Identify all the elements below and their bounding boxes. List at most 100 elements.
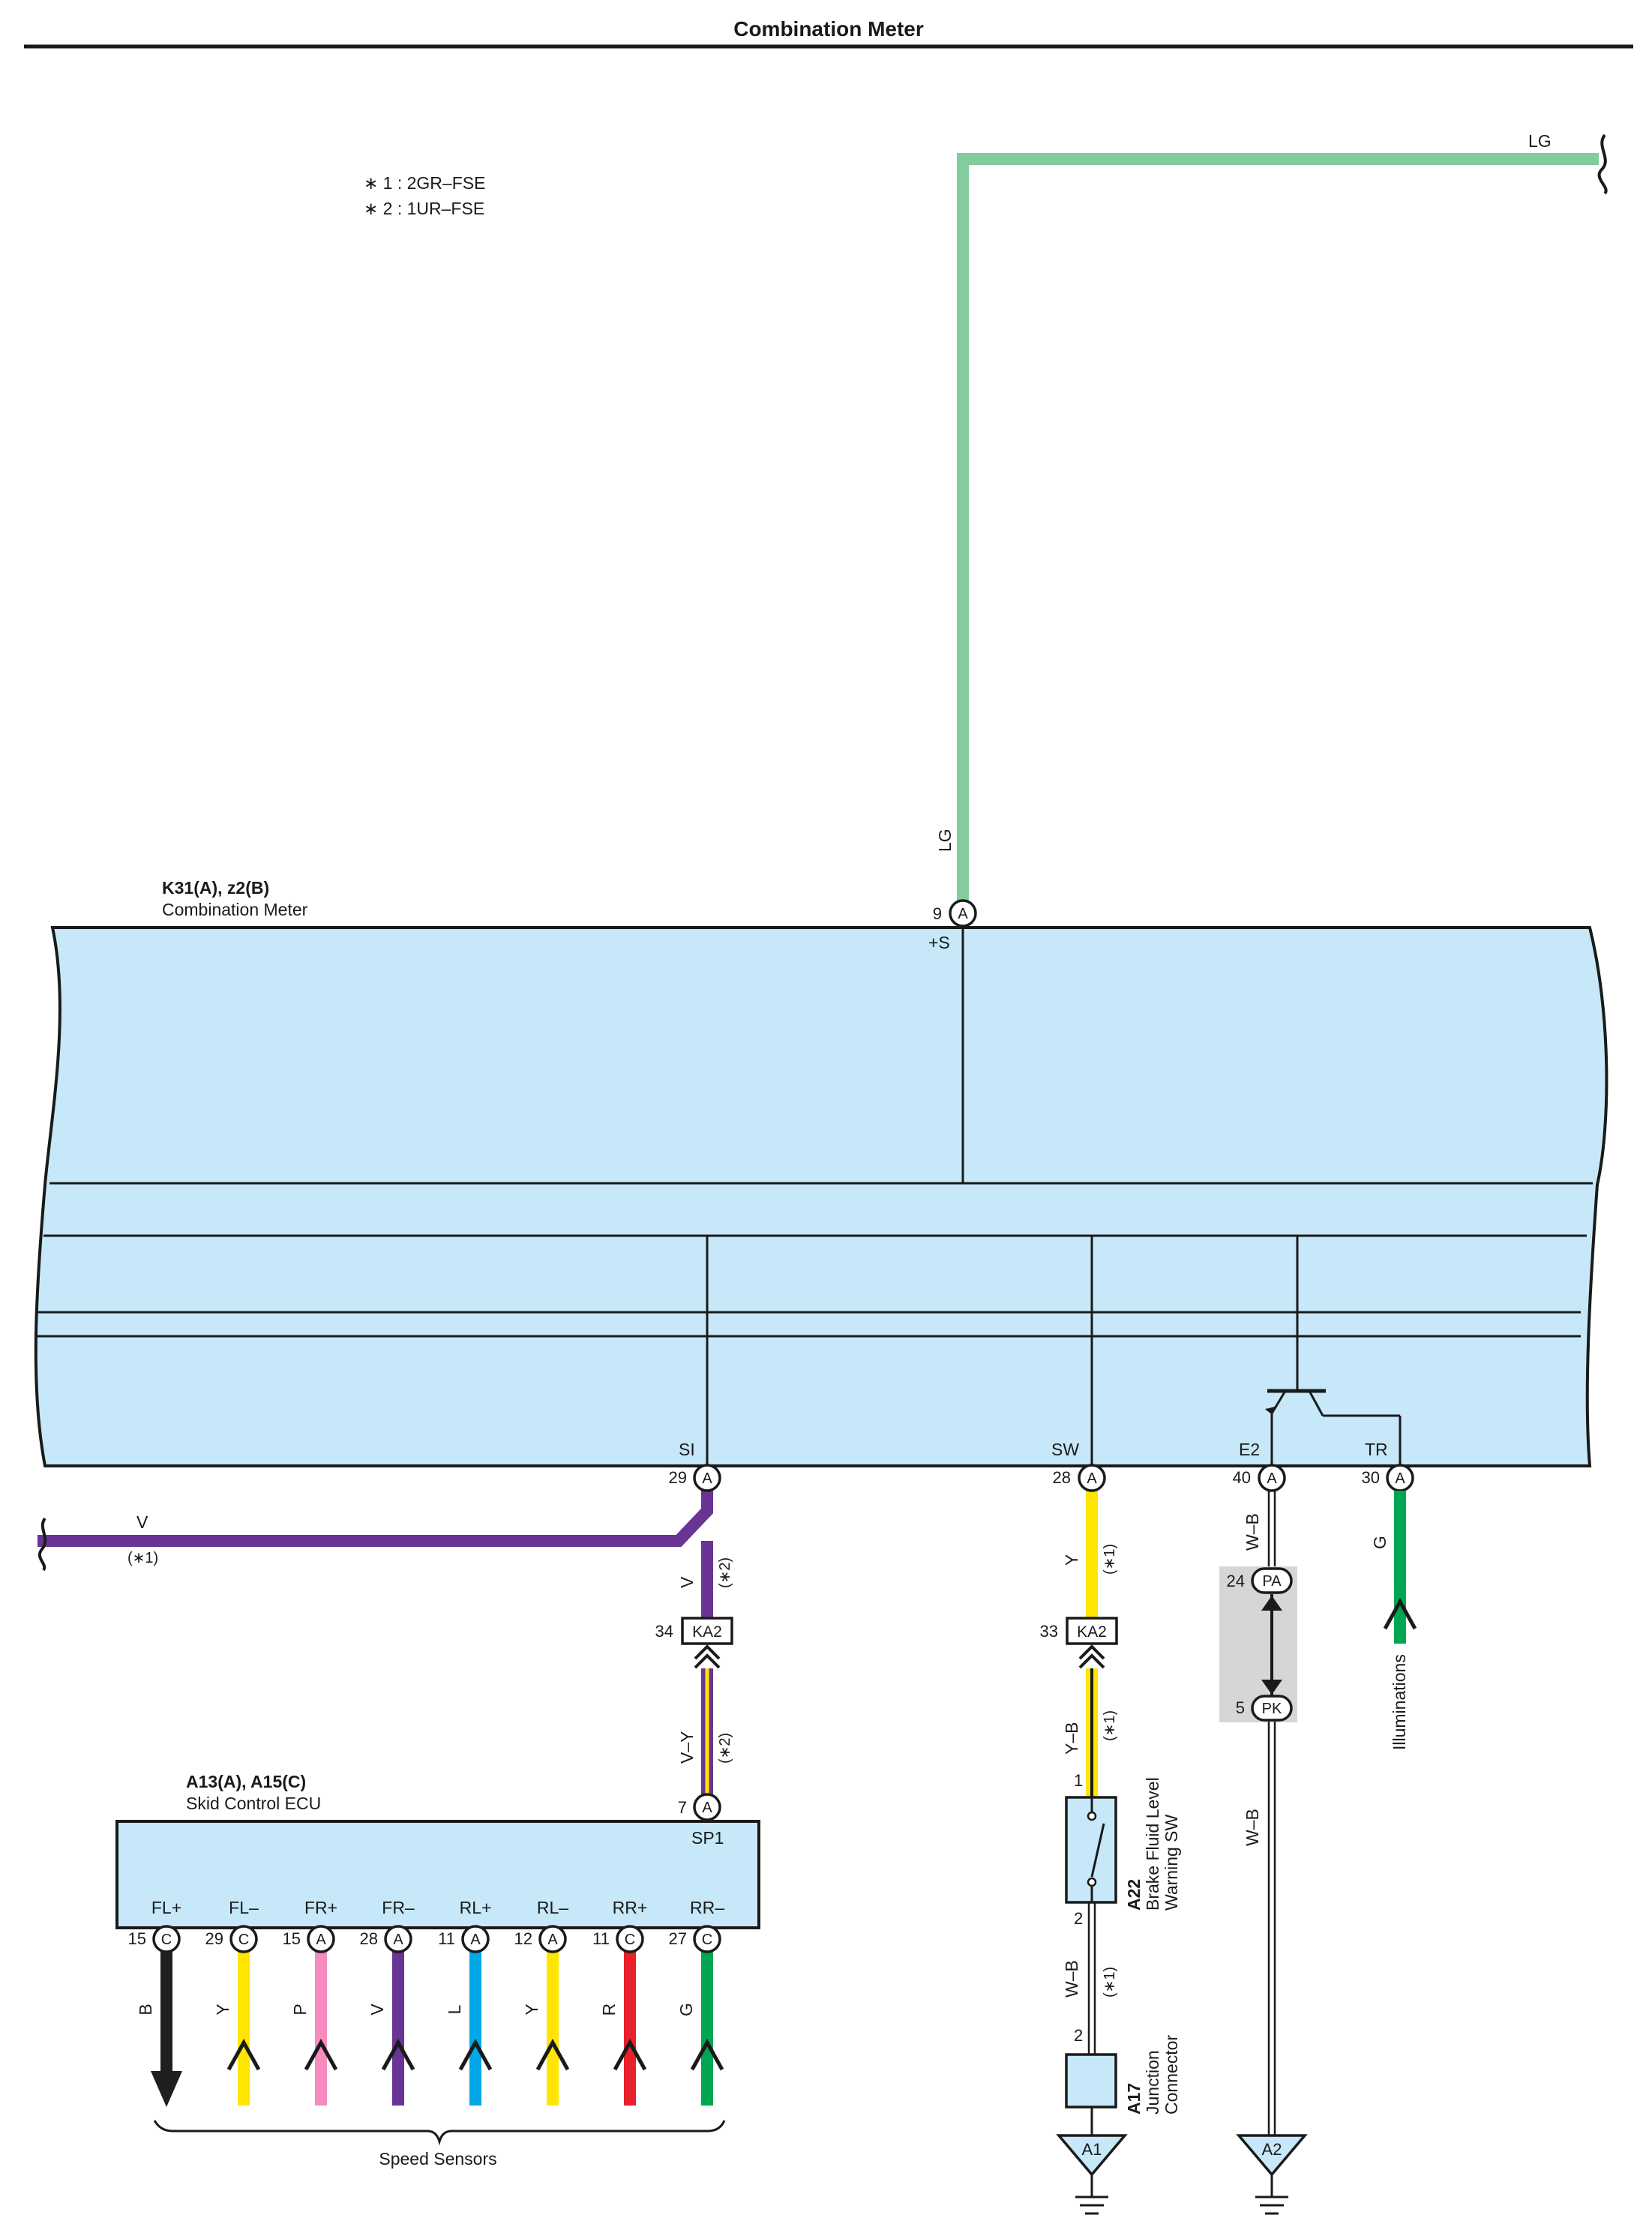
speed-sensor-wire-label: V <box>367 2004 387 2016</box>
meter-pin-tr-num: 30 <box>1362 1468 1380 1487</box>
speed-sensor-arrow <box>226 2038 261 2071</box>
wire-v-left-label: V <box>136 1512 148 1532</box>
meter-pin-si-num: 29 <box>669 1468 687 1487</box>
ecu-pin-terminal <box>461 1925 490 1953</box>
wire-lg-label-top: LG <box>1528 131 1552 151</box>
ecu-pin-terminal <box>229 1925 258 1953</box>
wire-wb-a22-label: W–B <box>1062 1960 1081 1998</box>
speed-sensors-brace <box>153 2120 726 2146</box>
meter-pin9-terminal <box>949 899 977 928</box>
meter-pin-sw-conn: A <box>1087 1470 1097 1487</box>
meter-name: Combination Meter <box>162 900 308 919</box>
pk-label: PK <box>1262 1701 1282 1717</box>
pk-num: 5 <box>1236 1698 1245 1717</box>
ecu-pin-conn: A <box>393 1932 403 1948</box>
ecu-pin-label: RR– <box>690 1898 724 1917</box>
wire-wb-a22 <box>1087 1902 1096 2055</box>
meter-pin-si-label: SI <box>679 1440 695 1459</box>
ecu-pin7-num: 7 <box>678 1798 687 1817</box>
ecu-pin-terminal <box>307 1925 335 1953</box>
pa-label: PA <box>1262 1573 1282 1590</box>
ground-a2-label: A2 <box>1262 2140 1282 2159</box>
a17-box <box>1065 2053 1117 2109</box>
wire-wb-pk-label: W–B <box>1243 1809 1262 1846</box>
pk-terminal <box>1251 1695 1293 1722</box>
wire-lg-label-vertical: LG <box>935 829 955 852</box>
wire-yb-label: Y–B <box>1062 1722 1081 1755</box>
wire-yb-note: (∗1) <box>1102 1710 1118 1741</box>
a22-name1: Brake Fluid Level <box>1143 1777 1162 1911</box>
ka2-left-num: 34 <box>655 1622 673 1641</box>
ecu-pin-label: RL+ <box>460 1898 492 1917</box>
speed-sensor-arrow <box>304 2038 338 2071</box>
ecu-pin-conn: C <box>161 1932 172 1948</box>
speed-sensor-arrow <box>535 2038 570 2071</box>
ground-a2-triangle <box>1236 2134 1308 2177</box>
wire-y-sw-note: (∗1) <box>1102 1544 1118 1575</box>
meter-pin-e2-terminal <box>1258 1464 1286 1492</box>
ground-a1-symbol <box>1075 2175 1108 2215</box>
ecu-pin-num: 12 <box>514 1929 532 1948</box>
speed-sensor-wire-label: B <box>136 2004 155 2015</box>
speed-sensor-wire-label: P <box>290 2004 310 2015</box>
wire-g-tr-arrow <box>1383 1597 1417 1630</box>
illuminations-label: Illuminations <box>1390 1654 1409 1750</box>
ka2-right-num: 33 <box>1040 1622 1058 1641</box>
a22-pin-bottom: 2 <box>1074 1909 1083 1928</box>
a17-name1: Junction <box>1143 2050 1162 2115</box>
ka2-left-label: KA2 <box>692 1623 722 1641</box>
wire-v-left-note: (∗1) <box>127 1550 158 1566</box>
speed-sensors-label: Speed Sensors <box>379 2149 496 2169</box>
ka2-right-chevrons <box>1078 1644 1105 1669</box>
ecu-pin-terminal <box>616 1925 644 1953</box>
ecu-pin-label: FL+ <box>151 1898 181 1917</box>
ecu-pin-label: RR+ <box>613 1898 648 1917</box>
a22-name2: Warning SW <box>1162 1814 1181 1911</box>
speed-sensor-arrow <box>458 2038 493 2071</box>
ka2-left-chevrons <box>694 1644 721 1669</box>
wire-wb-e2-label: W–B <box>1243 1513 1262 1551</box>
meter-pin9-label: +S <box>928 933 950 952</box>
speed-sensor-arrow <box>381 2038 415 2071</box>
wire-lg <box>957 133 1608 913</box>
ecu-pin-num: 29 <box>205 1929 223 1948</box>
combination-meter-box <box>34 926 1609 1467</box>
ecu-pin-label: FR– <box>382 1898 415 1917</box>
ecu-pin7-conn: A <box>702 1800 712 1816</box>
speed-sensor-wire-label: L <box>445 2004 464 2014</box>
meter-ref: K31(A), z2(B) <box>162 878 269 898</box>
wire-vy-label: V–Y <box>677 1731 697 1764</box>
ecu-pin-num: 15 <box>283 1929 301 1948</box>
pa-terminal <box>1251 1567 1293 1594</box>
a17-name2: Connector <box>1162 2035 1181 2115</box>
ecu-pin-label: FR+ <box>304 1898 337 1917</box>
speed-sensor-arrow <box>151 2071 182 2107</box>
a22-ref: A22 <box>1124 1879 1144 1911</box>
ecu-pin-terminal <box>152 1925 181 1953</box>
meter-pin9-conn: A <box>958 906 968 922</box>
ecu-pin-terminal <box>538 1925 567 1953</box>
wire-v-left <box>37 1481 713 1620</box>
meter-pin-tr-conn: A <box>1395 1470 1405 1487</box>
note-2: ∗ 2 : 1UR–FSE <box>364 199 484 218</box>
meter-pin-e2-conn: A <box>1267 1470 1277 1487</box>
speed-sensor-arrow <box>690 2038 724 2071</box>
speed-sensor-wire-label: Y <box>522 2004 541 2015</box>
meter-pin-si-terminal <box>693 1464 721 1492</box>
ecu-sp1-label: SP1 <box>691 1828 724 1848</box>
ecu-pin-conn: A <box>547 1932 558 1948</box>
meter-pin-e2-num: 40 <box>1233 1468 1251 1487</box>
wire-v-down-note: (∗2) <box>717 1557 733 1588</box>
ecu-pin-label: FL– <box>229 1898 259 1917</box>
ground-a1-label: A1 <box>1082 2140 1102 2159</box>
ecu-name: Skid Control ECU <box>186 1794 321 1813</box>
meter-pin-sw-num: 28 <box>1053 1468 1071 1487</box>
page-title: Combination Meter <box>733 17 924 40</box>
wire-v-down-label: V <box>677 1576 697 1588</box>
meter-pin-tr-label: TR <box>1365 1440 1388 1459</box>
meter-pin-sw-label: SW <box>1051 1440 1079 1459</box>
meter-pin9-num: 9 <box>933 904 942 923</box>
ecu-pin-num: 27 <box>669 1929 687 1948</box>
a22-pin-top: 1 <box>1074 1771 1083 1790</box>
